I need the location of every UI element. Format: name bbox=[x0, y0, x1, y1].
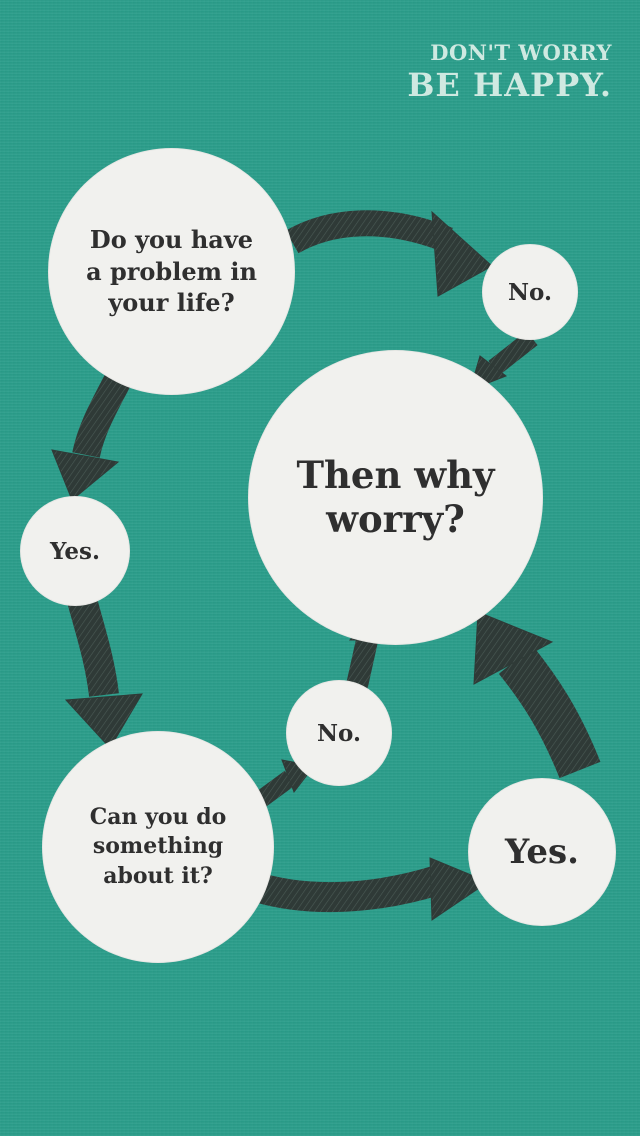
node-yes-right: Yes. bbox=[468, 778, 616, 926]
node-problem-question: Do you have a problem in your life? bbox=[48, 148, 295, 395]
arrow-q2-to-yes-right bbox=[245, 857, 490, 921]
node-no-top: No. bbox=[482, 244, 578, 340]
node-can-you-do-something: Can you do something about it? bbox=[42, 731, 274, 963]
node-no-mid-text: No. bbox=[317, 719, 361, 747]
header-line-1: DON'T WORRY bbox=[430, 40, 612, 65]
node-then-why-worry-text: Then why worry? bbox=[296, 452, 495, 541]
node-then-why-worry: Then why worry? bbox=[248, 350, 543, 645]
node-yes-right-text: Yes. bbox=[505, 832, 579, 872]
node-no-mid: No. bbox=[286, 680, 392, 786]
arrow-yes-right-to-center bbox=[473, 611, 601, 779]
node-yes-left-text: Yes. bbox=[49, 537, 100, 565]
header-title: DON'T WORRY BE HAPPY. bbox=[407, 42, 612, 101]
header-line-2: BE HAPPY. bbox=[407, 66, 612, 104]
node-problem-question-text: Do you have a problem in your life? bbox=[86, 224, 257, 318]
node-can-you-do-something-text: Can you do something about it? bbox=[89, 804, 227, 889]
arrow-q1-to-no-top bbox=[285, 210, 493, 297]
node-no-top-text: No. bbox=[508, 278, 552, 306]
arrow-yes-left-to-q2 bbox=[64, 596, 143, 749]
arrow-q1-to-yes-left bbox=[51, 361, 137, 501]
node-yes-left: Yes. bbox=[20, 496, 130, 606]
